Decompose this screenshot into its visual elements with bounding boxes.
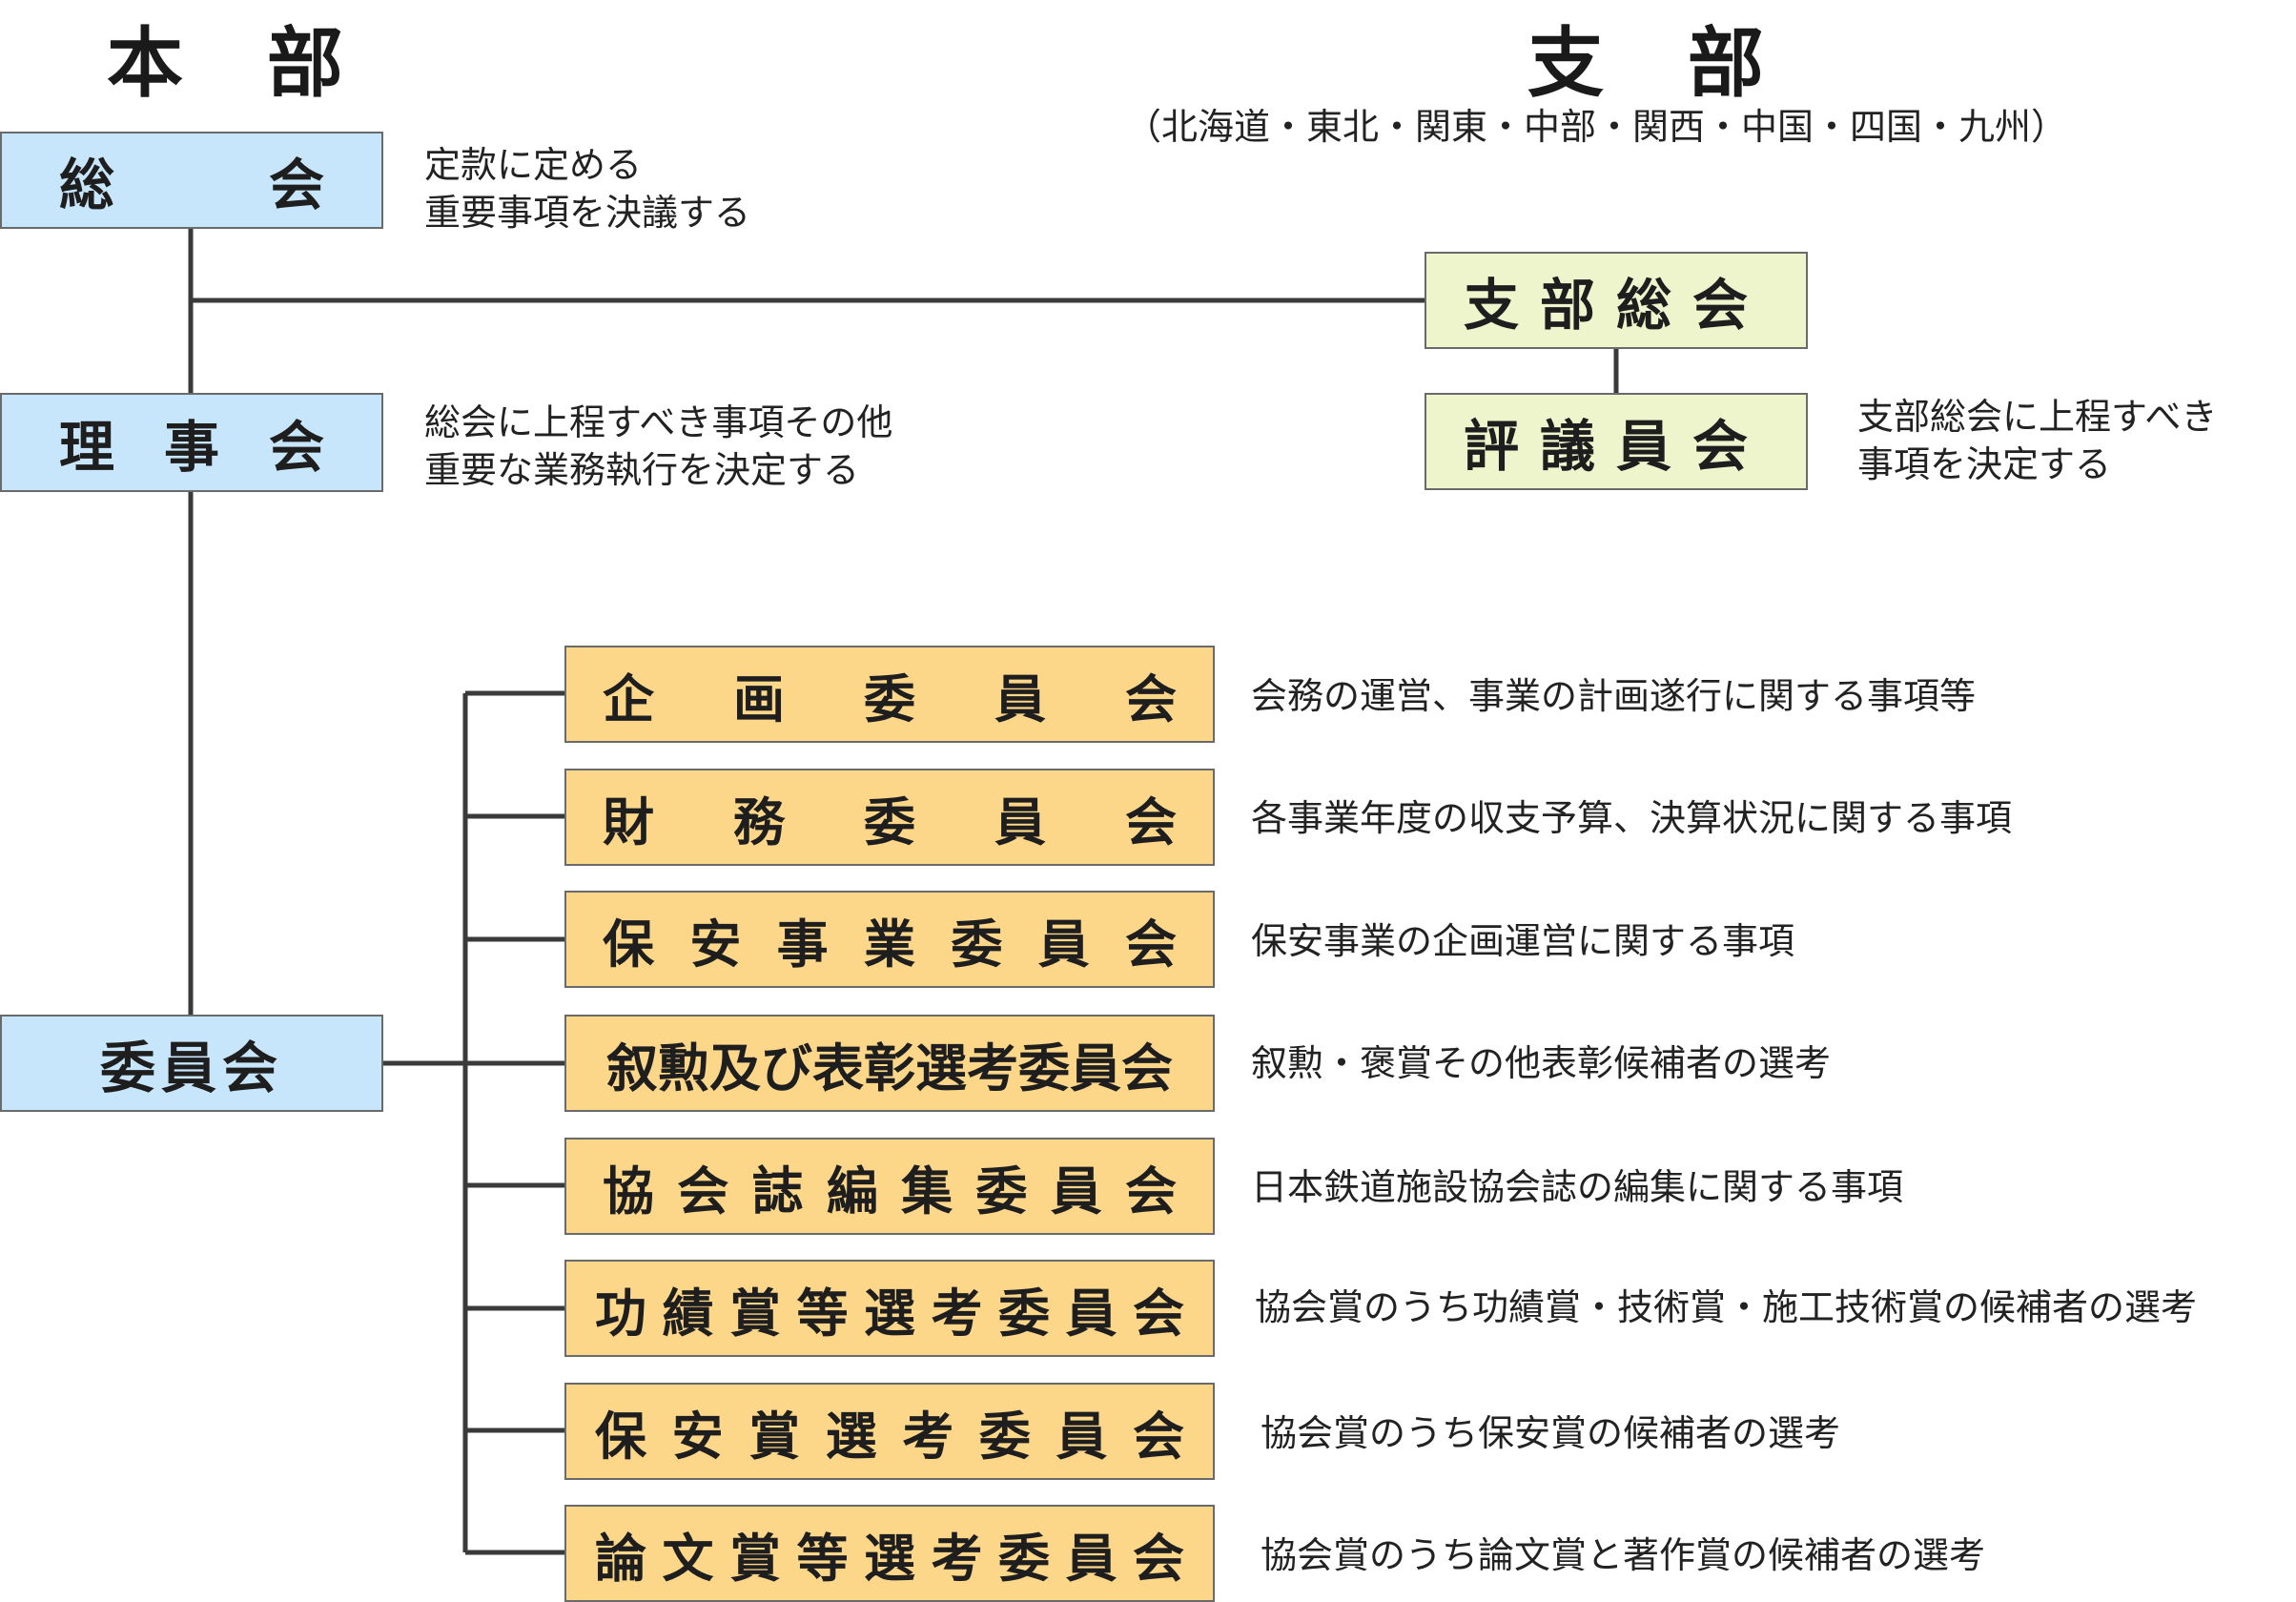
general-meeting-desc-line-2: 重要事項を決議する [424, 192, 751, 234]
committee-3-char-2: 安 [689, 914, 742, 975]
committee-8-char-9: 会 [1133, 1528, 1184, 1589]
committee-1-char-5: 会 [1125, 668, 1177, 729]
committee-5-char-3: 誌 [751, 1160, 804, 1222]
committee-1-char-1: 企 [603, 668, 654, 729]
branch-regions: （北海道・東北・関東・中部・関西・中国・四国・九州） [1125, 106, 2068, 148]
committees-box: 委員会 [0, 1015, 383, 1112]
committee-8-char-8: 員 [1065, 1528, 1117, 1589]
hq-heading: 本 部 [107, 19, 372, 108]
committee-3-char-1: 保 [603, 914, 654, 975]
board-char-1: 理 [59, 415, 115, 480]
committee-2-char-1: 財 [603, 791, 654, 852]
committee-3-char-5: 委 [951, 914, 1003, 975]
committee-box-7: 保 安 賞 選 考 委 員 会 [564, 1383, 1215, 1480]
board-char-3: 会 [268, 415, 324, 480]
committee-5-char-2: 会 [677, 1160, 729, 1222]
committee-6-char-4: 等 [796, 1283, 849, 1344]
committee-5-char-8: 会 [1124, 1160, 1177, 1222]
committees-label: 委員会 [99, 1036, 283, 1100]
committee-2-char-5: 会 [1125, 791, 1177, 852]
committee-desc-5: 日本鉄道施設協会誌の編集に関する事項 [1251, 1166, 1904, 1208]
committee-8-char-7: 委 [998, 1528, 1050, 1589]
council-box: 評議員会 [1425, 393, 1808, 490]
committee-box-4: 叙勲及び表彰選考委員会 [564, 1015, 1215, 1112]
committee-6-char-8: 員 [1065, 1283, 1117, 1344]
committee-desc-8: 協会賞のうち論文賞と著作賞の候補者の選考 [1261, 1534, 1986, 1576]
board-desc-line-1: 総会に上程すべき事項その他 [424, 401, 893, 443]
committee-7-char-4: 選 [825, 1406, 877, 1467]
committee-7-char-2: 安 [671, 1406, 724, 1467]
general-meeting-desc: 定款に定める 重要事項を決議する [424, 141, 750, 236]
committee-6-char-1: 功 [595, 1283, 646, 1344]
committee-7-char-8: 会 [1132, 1406, 1184, 1467]
council-desc: 支部総会に上程すべき 事項を決定する [1857, 393, 2217, 488]
board-desc-line-2: 重要な業務執行を決定する [424, 449, 860, 491]
council-desc-line-1: 支部総会に上程すべき [1857, 396, 2218, 438]
committee-6-char-3: 賞 [729, 1283, 781, 1344]
committee-2-char-3: 委 [864, 791, 915, 852]
committee-box-3: 保 安 事 業 委 員 会 [564, 891, 1215, 988]
committee-1-char-4: 員 [994, 668, 1046, 729]
committee-8-char-3: 賞 [729, 1528, 781, 1589]
board-char-2: 事 [163, 415, 219, 480]
committee-3-char-7: 会 [1124, 914, 1177, 975]
branch-heading: 支 部 [1527, 19, 1793, 108]
general-meeting-char-1: 総 [59, 153, 115, 217]
council-label: 評議員会 [1463, 414, 1769, 479]
committee-5-char-4: 編 [826, 1160, 878, 1222]
committee-5-char-1: 協 [603, 1160, 654, 1222]
committee-4-label: 叙勲及び表彰選考委員会 [606, 1037, 1173, 1099]
committee-7-char-6: 委 [978, 1406, 1031, 1467]
committee-8-char-5: 選 [864, 1528, 915, 1589]
committee-8-char-1: 論 [595, 1528, 646, 1589]
board-box: 理 事 会 [0, 393, 383, 492]
committee-7-char-3: 賞 [748, 1406, 801, 1467]
branch-general-meeting-label: 支部総会 [1463, 273, 1769, 338]
committee-6-char-5: 選 [864, 1283, 915, 1344]
committee-desc-6: 協会賞のうち功績賞・技術賞・施工技術賞の候補者の選考 [1255, 1286, 2198, 1328]
board-desc: 総会に上程すべき事項その他 重要な業務執行を決定する [424, 399, 892, 494]
committee-7-char-7: 員 [1056, 1406, 1108, 1467]
committee-6-char-6: 考 [931, 1283, 983, 1344]
committee-desc-2: 各事業年度の収支予算、決算状況に関する事項 [1251, 797, 2013, 839]
committee-6-char-2: 績 [662, 1283, 714, 1344]
committee-3-char-6: 員 [1037, 914, 1090, 975]
committee-1-char-2: 画 [733, 668, 785, 729]
committee-3-char-4: 業 [863, 914, 915, 975]
committee-box-1: 企 画 委 員 会 [564, 646, 1215, 743]
committee-5-char-5: 集 [901, 1160, 953, 1222]
branch-general-meeting-box: 支部総会 [1425, 252, 1808, 349]
committee-desc-7: 協会賞のうち保安賞の候補者の選考 [1261, 1412, 1841, 1454]
committee-desc-3: 保安事業の企画運営に関する事項 [1251, 920, 1795, 962]
committee-2-char-4: 員 [994, 791, 1046, 852]
committee-7-char-1: 保 [595, 1406, 646, 1467]
committee-8-char-6: 考 [931, 1528, 983, 1589]
committee-8-char-4: 等 [796, 1528, 849, 1589]
committee-desc-1: 会務の運営、事業の計画遂行に関する事項等 [1251, 675, 1977, 717]
committee-2-char-2: 務 [733, 791, 785, 852]
committee-6-char-7: 委 [998, 1283, 1050, 1344]
committee-5-char-7: 員 [1050, 1160, 1102, 1222]
committee-7-char-5: 考 [902, 1406, 954, 1467]
committee-box-5: 協 会 誌 編 集 委 員 会 [564, 1138, 1215, 1235]
committee-8-char-2: 文 [662, 1528, 714, 1589]
committee-box-2: 財 務 委 員 会 [564, 769, 1215, 866]
general-meeting-desc-line-1: 定款に定める [424, 144, 643, 186]
general-meeting-box: 総 会 [0, 132, 383, 229]
committee-1-char-3: 委 [864, 668, 915, 729]
general-meeting-char-2: 会 [268, 153, 324, 217]
committee-5-char-6: 委 [975, 1160, 1028, 1222]
committee-6-char-9: 会 [1133, 1283, 1184, 1344]
committee-desc-4: 叙勲・褒賞その他表彰候補者の選考 [1251, 1042, 1832, 1084]
council-desc-line-2: 事項を決定する [1857, 443, 2112, 485]
committee-box-8: 論 文 賞 等 選 考 委 員 会 [564, 1505, 1215, 1602]
committee-3-char-3: 事 [776, 914, 829, 975]
committee-box-6: 功 績 賞 等 選 考 委 員 会 [564, 1260, 1215, 1357]
